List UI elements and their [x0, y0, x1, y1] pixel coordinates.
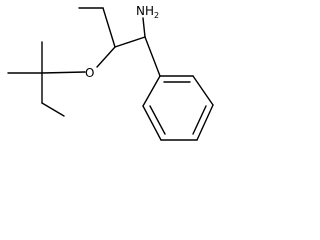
bond-c1-phenyl: [144, 36, 161, 77]
bond-ethyl-ch2-c2: [102, 7, 116, 48]
phenyl-ring: [142, 75, 214, 141]
ring-bond-5: [142, 105, 162, 141]
amine-label: NH2: [136, 4, 159, 20]
bond-c2-oxygen: [96, 46, 116, 68]
structural-formula: NH2 O: [7, 4, 214, 141]
ring-bond-2: [192, 75, 214, 106]
ring-bond-3: [196, 104, 214, 141]
ring-bond-6: [142, 75, 161, 107]
bond-c1-nitrogen: [142, 17, 146, 38]
bond-c2-c1: [114, 36, 146, 48]
bond-oxygen-quaternary-c: [41, 71, 86, 74]
ring-double-bond-right: [192, 105, 207, 135]
oxygen-label: O: [85, 66, 94, 80]
bond-ethyl-terminal: [41, 102, 65, 117]
ring-double-bond-left: [149, 105, 166, 135]
